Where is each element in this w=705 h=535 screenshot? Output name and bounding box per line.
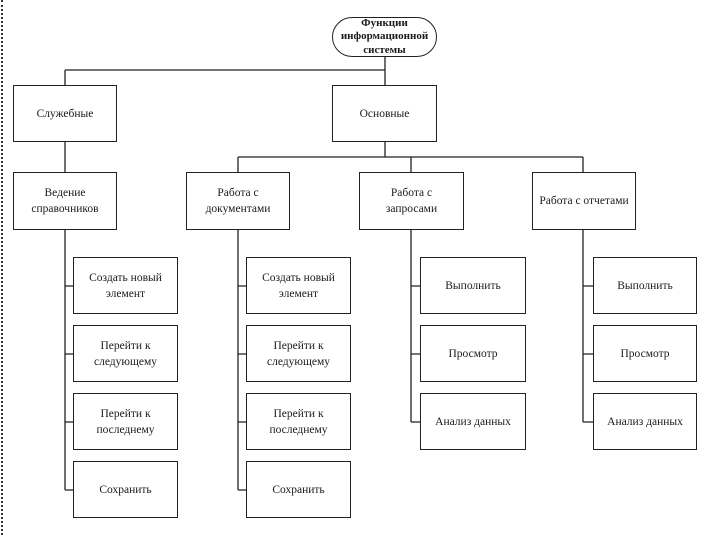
connector-reports [582,230,593,423]
connector-root [64,57,386,85]
action-node: Анализ данных [420,393,526,450]
action-node: Выполнить [593,257,697,314]
action-label: Анализ данных [607,415,683,428]
category-label: Основные [359,107,410,120]
action-label: Анализ данных [435,415,511,428]
action-label: Создать новый элемент [89,271,162,300]
action-label: Сохранить [272,483,325,496]
action-label: Перейти к последнему [96,407,155,436]
group-documents: Работа с документами [186,172,290,230]
action-node: Просмотр [420,325,526,382]
action-node: Создать новый элемент [246,257,351,314]
action-node: Сохранить [246,461,351,518]
action-label: Перейти к следующему [267,339,330,368]
action-label: Выполнить [445,279,501,292]
category-service: Служебные [13,85,117,142]
action-label: Перейти к следующему [94,339,157,368]
action-node: Создать новый элемент [73,257,178,314]
connector-queries [410,230,420,423]
action-node: Сохранить [73,461,178,518]
category-main: Основные [332,85,437,142]
root-node: Функции информационной системы [332,17,437,57]
action-node: Перейти к последнему [246,393,351,450]
action-node: Анализ данных [593,393,697,450]
action-label: Просмотр [448,347,498,360]
root-label: Функции информационной системы [340,16,429,56]
action-label: Перейти к последнему [269,407,328,436]
action-node: Выполнить [420,257,526,314]
action-label: Выполнить [617,279,673,292]
action-label: Сохранить [99,483,152,496]
page-margin-edge [1,0,3,535]
group-label: Работа с запросами [385,187,438,215]
group-label: Ведение справочников [31,187,99,215]
action-label: Создать новый элемент [262,271,335,300]
action-label: Просмотр [620,347,670,360]
action-node: Перейти к последнему [73,393,178,450]
connector-documents [237,230,246,491]
connector-main [237,142,584,172]
category-label: Служебные [36,107,94,120]
group-queries: Работа с запросами [359,172,464,230]
action-node: Просмотр [593,325,697,382]
action-node: Перейти к следующему [246,325,351,382]
connector-directories [64,230,73,491]
group-reports: Работа с отчетами [532,172,636,230]
group-label: Работа с отчетами [539,195,629,207]
action-node: Перейти к следующему [73,325,178,382]
group-label: Работа с документами [205,187,271,215]
group-directories: Ведение справочников [13,172,117,230]
